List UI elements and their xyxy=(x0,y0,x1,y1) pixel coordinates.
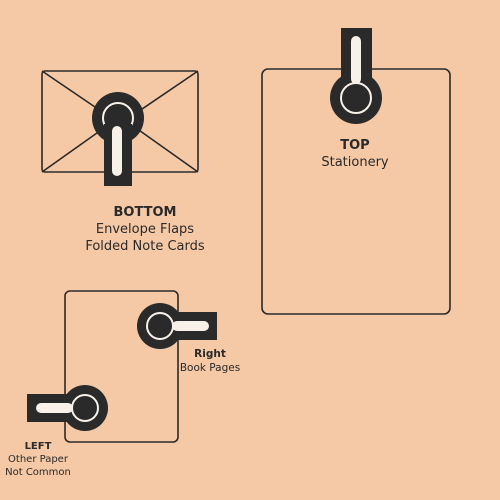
left-caption: LEFT Other Paper Not Common xyxy=(2,440,74,479)
latch-clip-icon xyxy=(92,92,144,186)
left-line-1: Other Paper xyxy=(8,454,68,465)
bottom-line-1: Envelope Flaps xyxy=(95,221,195,237)
latch-clip-icon xyxy=(330,28,382,124)
top-caption: TOP Stationery xyxy=(280,138,430,172)
bottom-line-2: Folded Note Cards xyxy=(85,238,205,254)
top-line-1: Stationery xyxy=(321,154,389,170)
latch-clip-icon xyxy=(137,303,217,349)
right-caption: Right Book Pages xyxy=(170,348,250,375)
left-line-2: Not Common xyxy=(5,467,71,478)
left-title: LEFT xyxy=(24,441,52,452)
bottom-caption: BOTTOM Envelope Flaps Folded Note Cards xyxy=(40,205,250,256)
card-icon xyxy=(64,290,179,443)
bottom-title: BOTTOM xyxy=(113,205,177,220)
right-line-1: Book Pages xyxy=(179,361,241,374)
right-title: Right xyxy=(194,348,226,360)
top-title: TOP xyxy=(340,138,370,153)
latch-clip-icon xyxy=(27,385,108,431)
